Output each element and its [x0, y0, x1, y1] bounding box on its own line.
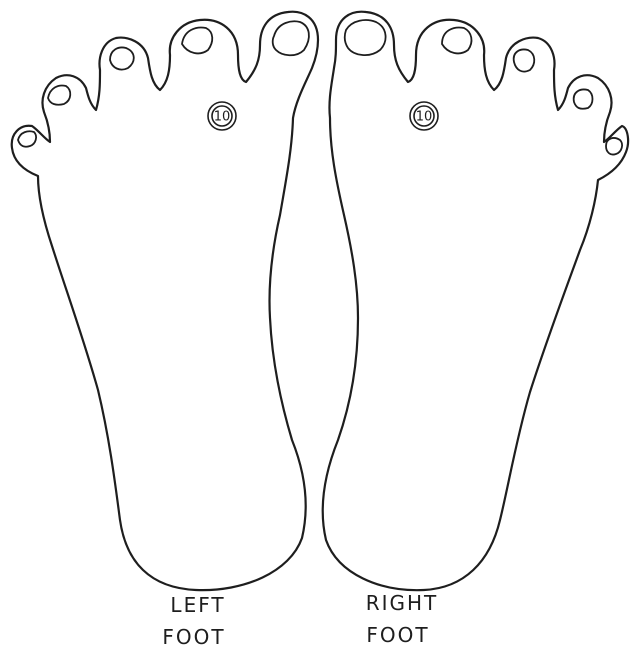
left-little-toenail [18, 131, 36, 146]
left-second-toenail [182, 28, 212, 54]
right-foot-label-line2: FOOT [366, 623, 429, 647]
left-foot-label-line2: FOOT [162, 625, 225, 649]
right-foot: 10 RIGHT FOOT [323, 12, 628, 647]
left-foot: 10 LEFT FOOT [12, 12, 318, 649]
right-little-toenail [606, 138, 622, 155]
left-foot-marker-number: 10 [214, 110, 231, 125]
left-foot-label-line1: LEFT [170, 593, 225, 617]
right-second-toenail [442, 28, 471, 54]
right-fourth-toenail [574, 90, 593, 109]
left-third-toenail [110, 48, 134, 70]
left-big-toenail [273, 21, 309, 55]
left-foot-marker: 10 [208, 102, 236, 130]
right-foot-marker: 10 [410, 102, 438, 130]
left-fourth-toenail [48, 86, 70, 105]
right-foot-outline [323, 12, 628, 590]
right-foot-marker-number: 10 [416, 110, 433, 125]
right-third-toenail [514, 50, 535, 72]
right-big-toenail [345, 20, 386, 55]
right-foot-label-line1: RIGHT [366, 591, 439, 615]
left-foot-outline [12, 12, 318, 590]
